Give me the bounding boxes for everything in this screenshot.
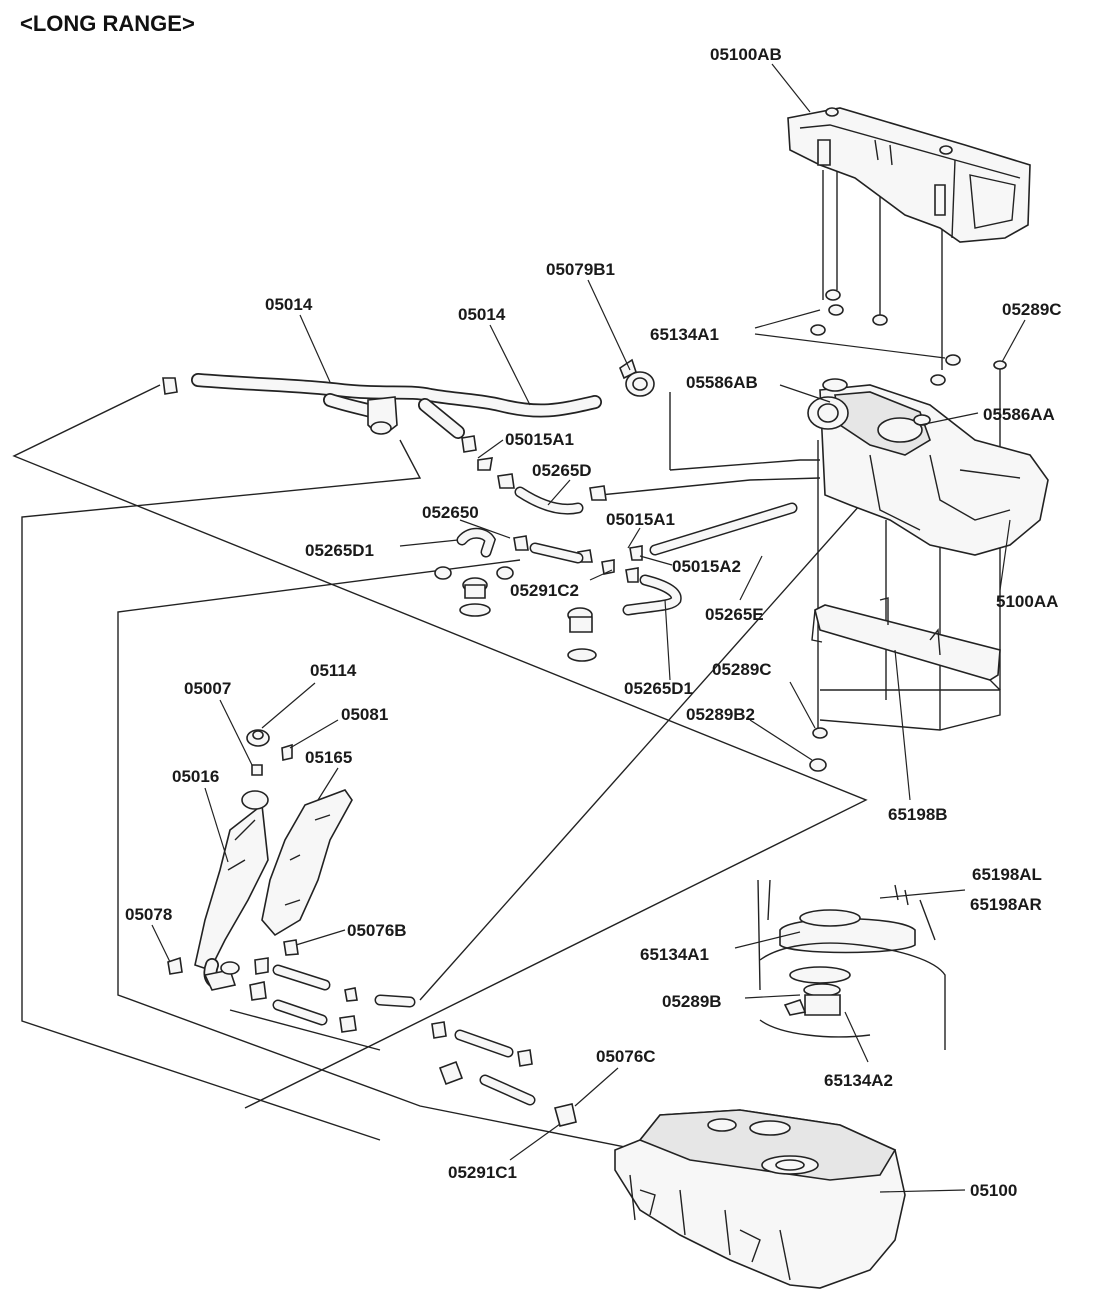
label-05114: 05114 xyxy=(310,661,357,680)
label-05016: 05016 xyxy=(172,767,219,786)
label-05265D1-upper: 05265D1 xyxy=(305,541,374,560)
label-05586AA: 05586AA xyxy=(983,405,1055,424)
label-65134A1-top: 65134A1 xyxy=(650,325,719,344)
washer-05289C-mid xyxy=(812,727,828,739)
valves-05291C2 xyxy=(434,566,597,662)
label-05100: 05100 xyxy=(970,1181,1017,1200)
label-65198B: 65198B xyxy=(888,805,948,824)
label-05007: 05007 xyxy=(184,679,231,698)
tank-bracket-05100AB xyxy=(787,107,1031,243)
label-05015A1-lower: 05015A1 xyxy=(606,510,675,529)
diagram-title: <LONG RANGE> xyxy=(20,11,195,36)
label-05081: 05081 xyxy=(341,705,388,724)
filler-protector-05165 xyxy=(261,789,353,937)
label-05078: 05078 xyxy=(125,905,172,924)
clip-left xyxy=(162,377,178,395)
lower-hoses xyxy=(249,957,577,1127)
fuel-tank-5100AA xyxy=(807,378,1049,556)
fuel-cap-05114 xyxy=(246,729,270,747)
washers-top xyxy=(810,289,1007,386)
washer-05289B2 xyxy=(809,758,827,772)
label-052650: 052650 xyxy=(422,503,479,522)
label-05079B1: 05079B1 xyxy=(546,260,615,279)
filler-hose-05014 xyxy=(191,373,602,439)
assembly-guide-lines xyxy=(12,160,1001,1161)
label-5100AA: 5100AA xyxy=(996,592,1058,611)
label-05076C: 05076C xyxy=(596,1047,656,1066)
label-05015A2: 05015A2 xyxy=(672,557,741,576)
label-05265E: 05265E xyxy=(705,605,764,624)
label-05014-left: 05014 xyxy=(265,295,313,314)
clamp-05076B xyxy=(283,939,299,956)
label-05265D: 05265D xyxy=(532,461,592,480)
label-05289C-mid: 05289C xyxy=(712,660,772,679)
label-05265D1-lower: 05265D1 xyxy=(624,679,693,698)
label-05291C2: 05291C2 xyxy=(510,581,579,600)
clamp-05079B1 xyxy=(619,358,655,397)
part-labels: 05100AB 05079B1 05014 05014 65134A1 0528… xyxy=(125,45,1062,1200)
fuel-tank-05100 xyxy=(614,1109,906,1289)
label-05289B2: 05289B2 xyxy=(686,705,755,724)
tank-strap-65198B xyxy=(811,597,1001,691)
leader-lines xyxy=(151,63,1026,1193)
label-05165: 05165 xyxy=(305,748,352,767)
clamp-05078 xyxy=(167,956,183,975)
label-65134A1-bottom: 65134A1 xyxy=(640,945,709,964)
label-05289C-top: 05289C xyxy=(1002,300,1062,319)
label-65134A2: 65134A2 xyxy=(824,1071,893,1090)
label-05586AB: 05586AB xyxy=(686,373,758,392)
label-05100AB: 05100AB xyxy=(710,45,782,64)
part-05007 xyxy=(251,764,263,776)
filler-neck-05016 xyxy=(194,790,269,991)
label-65198AL: 65198AL xyxy=(972,865,1042,884)
label-05289B: 05289B xyxy=(662,992,722,1011)
label-05076B: 05076B xyxy=(347,921,407,940)
part-05081 xyxy=(281,743,293,761)
label-05291C1: 05291C1 xyxy=(448,1163,517,1182)
label-05015A1-upper: 05015A1 xyxy=(505,430,574,449)
inset-strap-detail xyxy=(757,879,946,1050)
label-65198AR: 65198AR xyxy=(970,895,1042,914)
label-05014-right: 05014 xyxy=(458,305,506,324)
